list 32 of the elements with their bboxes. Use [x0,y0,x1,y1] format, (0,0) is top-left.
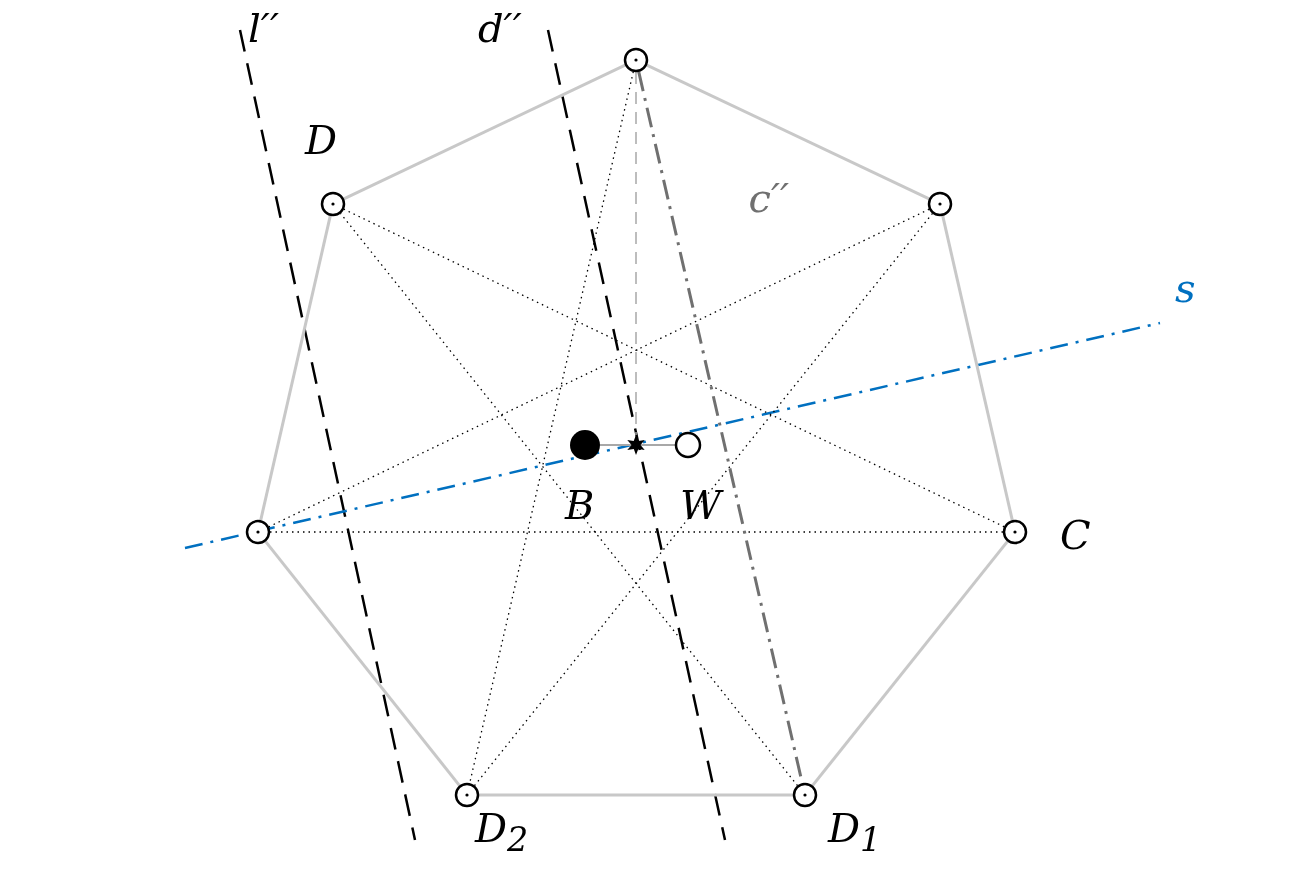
line-label: l′′ [248,8,279,48]
point-label: D$_{2}$ [475,808,529,857]
vertex-marker [319,190,347,218]
polygon-side [343,63,626,201]
line-label: d′′ [478,8,522,48]
vertex-marker [453,781,481,809]
point-label: D$_{1}$ [828,808,882,857]
edge-label: c′′ [748,177,790,218]
dotted-line [269,531,1004,533]
dotted-line [469,71,634,784]
point-label: D [305,120,338,160]
filled-dot [568,428,602,462]
polygon-side [479,793,793,797]
vertex-marker [1001,518,1029,546]
dotted-line [343,208,1005,528]
dotted-line [268,208,930,528]
open-circle [673,430,703,460]
point-label: W [680,485,722,525]
point-label: C [1060,515,1091,555]
point-label: B [565,485,595,525]
vertex-marker [244,518,272,546]
polygon-side [259,215,332,521]
polygon-side [646,63,930,201]
vertex-marker [622,46,650,74]
connector-line [599,444,676,446]
polygon-side [811,540,1009,787]
polygon-side [264,540,461,787]
polygon-side [941,215,1014,521]
vertex-marker [791,781,819,809]
line-label: s [1175,268,1196,308]
dashed-line [635,71,637,436]
vertex-marker [926,190,954,218]
